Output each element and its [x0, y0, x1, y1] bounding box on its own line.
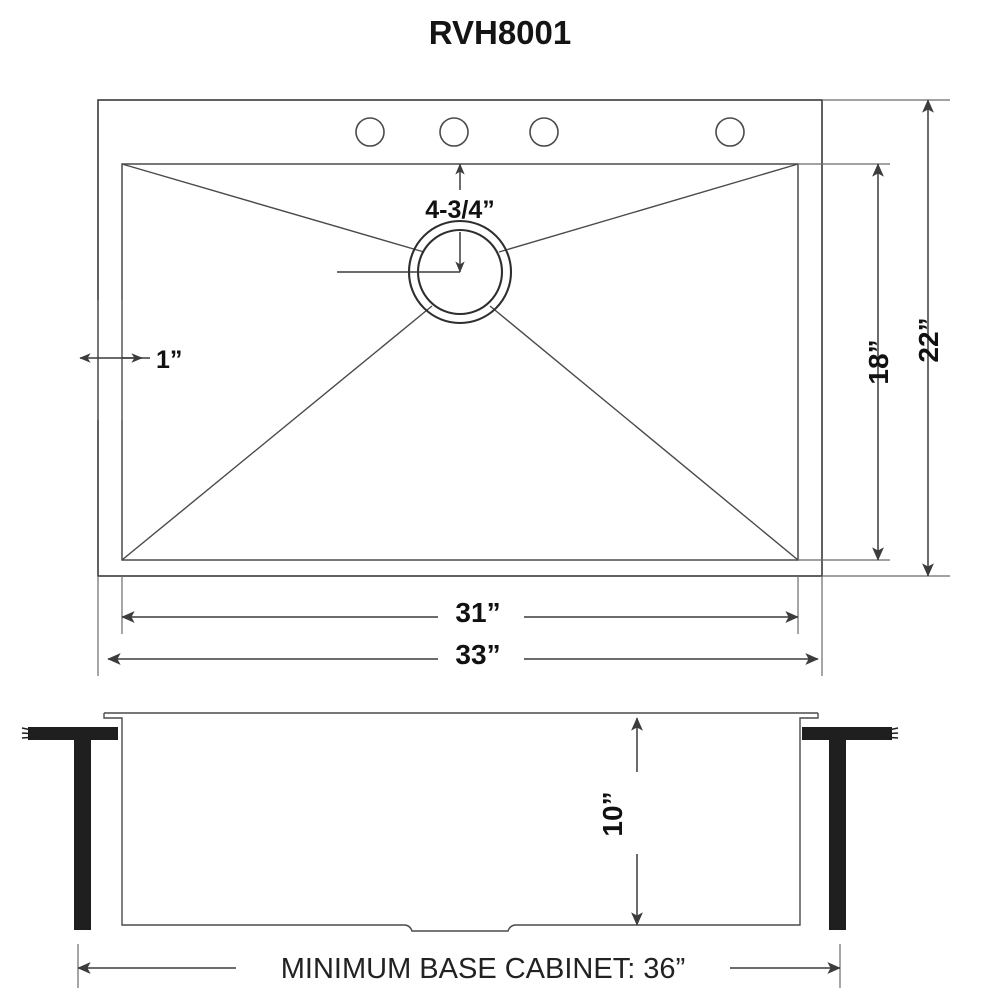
faucet-hole	[715, 117, 745, 147]
bottom-extension-lines	[97, 576, 823, 676]
dimension-rim-left: 1”	[79, 300, 182, 420]
faucet-hole	[529, 117, 559, 147]
dimension-label-basin-width: 31”	[455, 597, 500, 628]
dimension-overall-depth: 22”	[913, 99, 944, 577]
side-view: 10” MINIMUM BASE CABINET: 36”	[21, 712, 899, 988]
dimension-label-bowl-depth: 10”	[597, 791, 628, 836]
mounting-bracket	[802, 727, 899, 930]
dimension-label-drain-offset: 4-3/4”	[425, 196, 494, 224]
dimension-min-base-cabinet: MINIMUM BASE CABINET: 36”	[77, 948, 841, 985]
dimension-basin-depth: 18”	[863, 163, 894, 561]
sink-body-profile	[103, 713, 819, 932]
faucet-hole	[355, 117, 385, 147]
dimension-label-basin-depth: 18”	[863, 339, 894, 384]
dimension-bowl-depth: 10”	[597, 717, 643, 926]
dimension-basin-width: 31”	[121, 597, 799, 628]
basin-slope-lines	[121, 163, 799, 561]
faucet-hole-group	[355, 117, 745, 147]
dimension-label-overall-width: 33”	[455, 639, 500, 670]
dimension-overall-width: 33”	[107, 639, 819, 670]
faucet-hole	[439, 117, 469, 147]
mounting-bracket	[21, 727, 118, 930]
page-title: RVH8001	[429, 14, 572, 51]
top-view: 4-3/4” 1” 18”	[79, 99, 950, 676]
dimension-drain-offset: 4-3/4”	[425, 163, 495, 273]
dimension-label-rim-left: 1”	[156, 346, 182, 374]
dimension-label-overall-depth: 22”	[913, 317, 944, 362]
dimension-label-min-base-cabinet: MINIMUM BASE CABINET: 36”	[281, 953, 685, 985]
